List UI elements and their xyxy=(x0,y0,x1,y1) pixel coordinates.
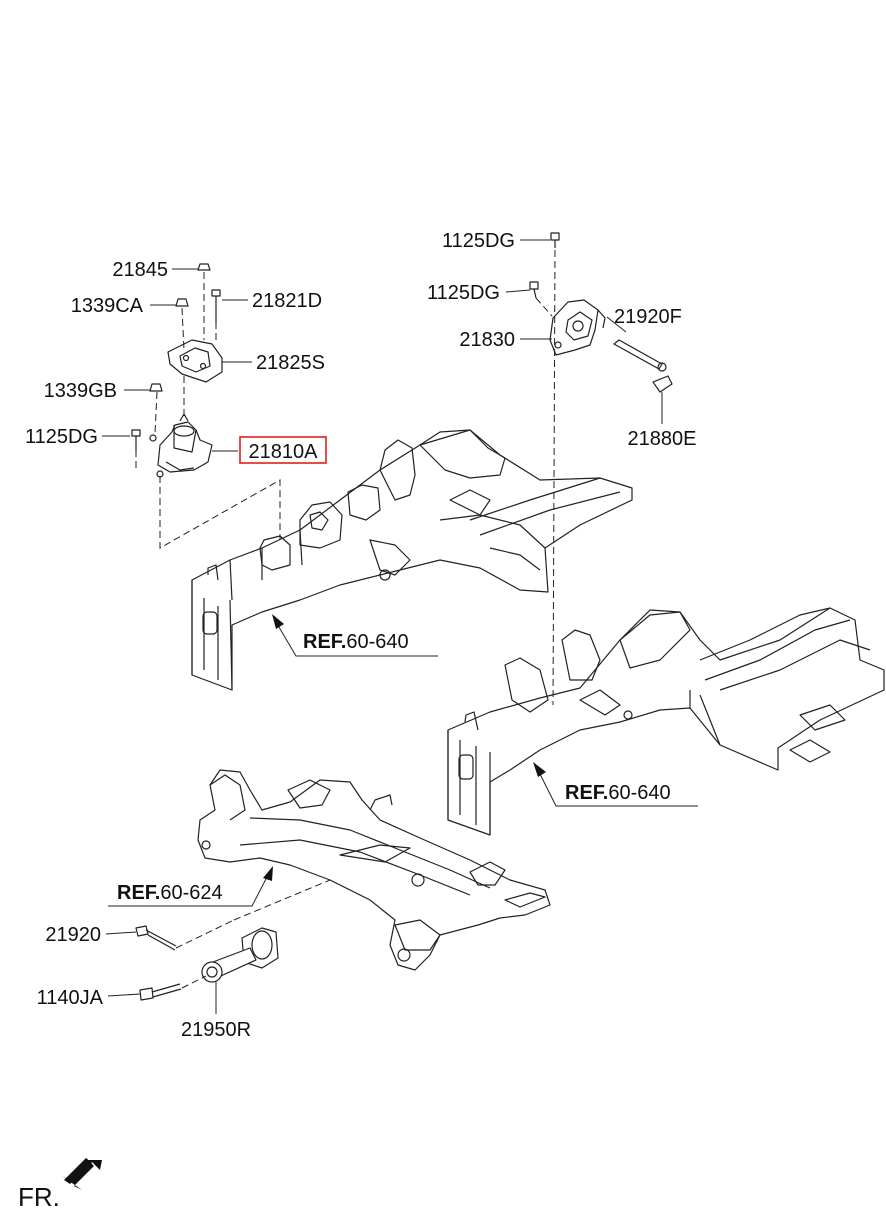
label-1339CA[interactable]: 1339CA xyxy=(71,295,144,317)
left-frame-rail xyxy=(191,429,633,691)
leader-lines xyxy=(102,239,663,1014)
label-1339GB[interactable]: 1339GB xyxy=(44,380,117,402)
ref-arrow-2 xyxy=(533,762,698,807)
ref-label-3[interactable]: REF.60-624 xyxy=(117,882,223,904)
label-21845[interactable]: 21845 xyxy=(112,259,168,281)
ref-arrow-3 xyxy=(108,866,273,907)
label-21821D[interactable]: 21821D xyxy=(252,290,322,312)
transmission-mount-21830 xyxy=(529,232,673,393)
label-21950R[interactable]: 21950R xyxy=(181,1019,251,1041)
roll-rod-21950R xyxy=(135,925,279,1001)
fasteners-left xyxy=(131,263,221,450)
ref-label-2-code: 60-640 xyxy=(608,782,670,804)
label-1140JA[interactable]: 1140JA xyxy=(37,987,104,1009)
ref-label-1-code: 60-640 xyxy=(346,631,408,653)
ref-label-3-code: 60-624 xyxy=(160,882,222,904)
label-1125DG-top[interactable]: 1125DG xyxy=(442,230,515,252)
label-21920F[interactable]: 21920F xyxy=(614,306,682,328)
engine-mount-21810A xyxy=(149,413,213,478)
ref-label-2[interactable]: REF.60-640 xyxy=(565,782,671,804)
right-frame-rail xyxy=(447,607,885,836)
highlight-box-21810A xyxy=(239,436,327,464)
label-21830[interactable]: 21830 xyxy=(459,329,515,351)
bracket-21825S xyxy=(167,339,223,383)
front-arrow-icon xyxy=(62,1160,102,1190)
ref-label-3-prefix: REF. xyxy=(117,882,160,904)
assembly-dash-lines xyxy=(135,249,556,989)
label-21825S[interactable]: 21825S xyxy=(256,352,325,374)
subframe xyxy=(197,769,551,971)
label-1125DG-left[interactable]: 1125DG xyxy=(25,426,98,448)
ref-label-1[interactable]: REF.60-640 xyxy=(303,631,409,653)
ref-arrow-1 xyxy=(272,614,438,657)
label-21880E[interactable]: 21880E xyxy=(628,428,697,450)
ref-label-2-prefix: REF. xyxy=(565,782,608,804)
label-21810A[interactable]: 21810A xyxy=(249,441,319,463)
label-1125DG-mid[interactable]: 1125DG xyxy=(427,282,500,304)
ref-label-1-prefix: REF. xyxy=(303,631,346,653)
label-21920[interactable]: 21920 xyxy=(45,924,101,946)
front-label: FR. xyxy=(18,1182,60,1211)
front-indicator: FR. xyxy=(18,1158,102,1211)
